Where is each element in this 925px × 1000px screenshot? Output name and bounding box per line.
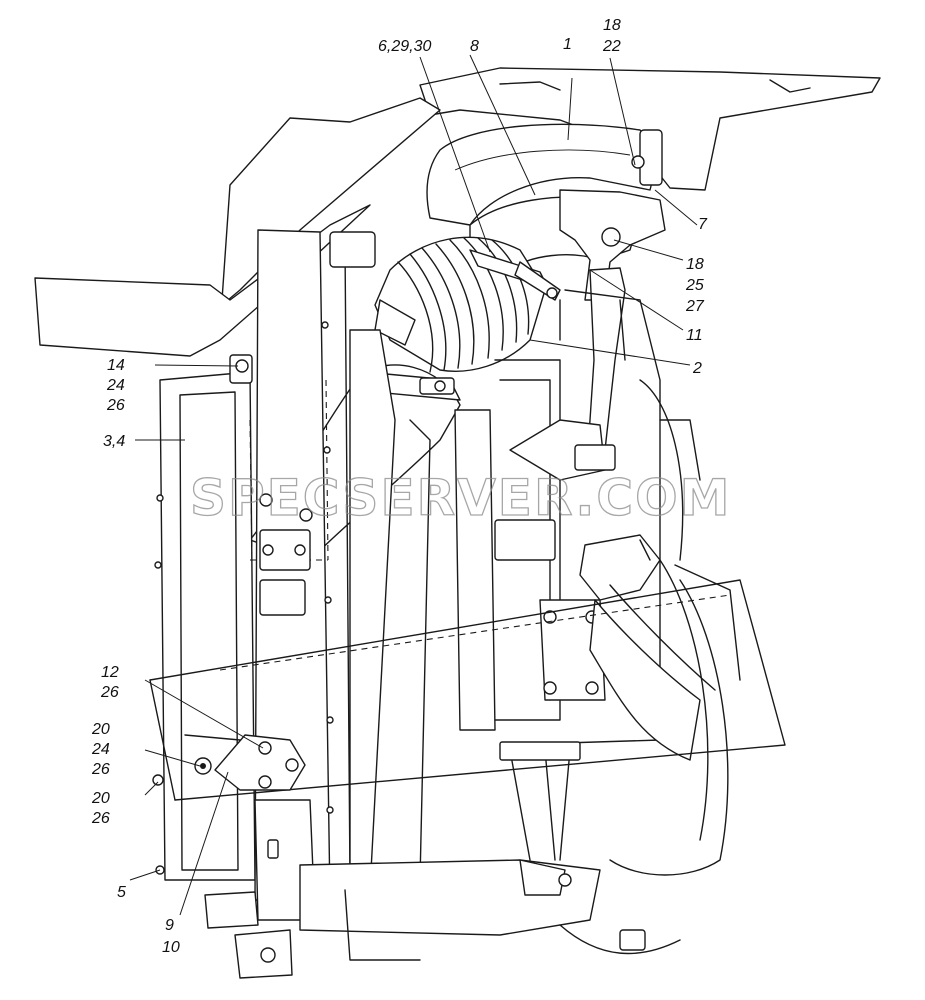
- callout-8: 8: [470, 38, 479, 55]
- callout-20-26-line-2: 26: [91, 810, 110, 827]
- callout-6-29-30: 6,29,30: [378, 38, 431, 55]
- bracket-right: [559, 129, 666, 451]
- callout-7: 7: [698, 216, 708, 233]
- callout-18-25-27-line-1: 18: [686, 256, 704, 273]
- callout-12-26-line-1: 12: [101, 664, 119, 681]
- engine-block: [349, 289, 701, 891]
- callout-3-4: 3,4: [103, 433, 125, 450]
- callout-1: 1: [563, 36, 572, 53]
- callout-9-10-line-1: 9: [165, 917, 174, 934]
- callout-9-10-line-2: 10: [162, 939, 180, 956]
- mounting-plate: [149, 579, 786, 801]
- callout-20-24-26-line-2: 24: [91, 741, 110, 758]
- callout-14-24-26-line-2: 24: [106, 377, 125, 394]
- callout-18-25-27-line-2: 25: [685, 277, 704, 294]
- callout-18-25-27-line-3: 27: [685, 298, 705, 315]
- callout-5: 5: [117, 884, 126, 901]
- callout-14-24-26-line-3: 26: [106, 397, 125, 414]
- callout-18-22-line-1: 18: [603, 17, 621, 34]
- callout-12-26-line-2: 26: [100, 684, 119, 701]
- callout-11: 11: [686, 327, 703, 344]
- callout-14-24-26-line-1: 14: [107, 357, 125, 374]
- callout-20-24-26-line-1: 20: [91, 721, 110, 738]
- callout-2: 2: [692, 360, 702, 377]
- support-bracket: [184, 734, 306, 791]
- leader-lines: [129, 54, 698, 916]
- callout-labels: 18 22 1 6,29,30 8 7 18 25 27 11 2 14 24 …: [91, 17, 708, 956]
- callout-18-22-line-2: 22: [602, 38, 621, 55]
- right-inlet-hose: [579, 534, 741, 876]
- callout-20-24-26-line-3: 26: [91, 761, 110, 778]
- callout-20-26-line-1: 20: [91, 790, 110, 807]
- lower-support: [204, 741, 681, 979]
- watermark: SPECSERVER.COM: [190, 469, 731, 527]
- corrugated-hose: [374, 236, 561, 373]
